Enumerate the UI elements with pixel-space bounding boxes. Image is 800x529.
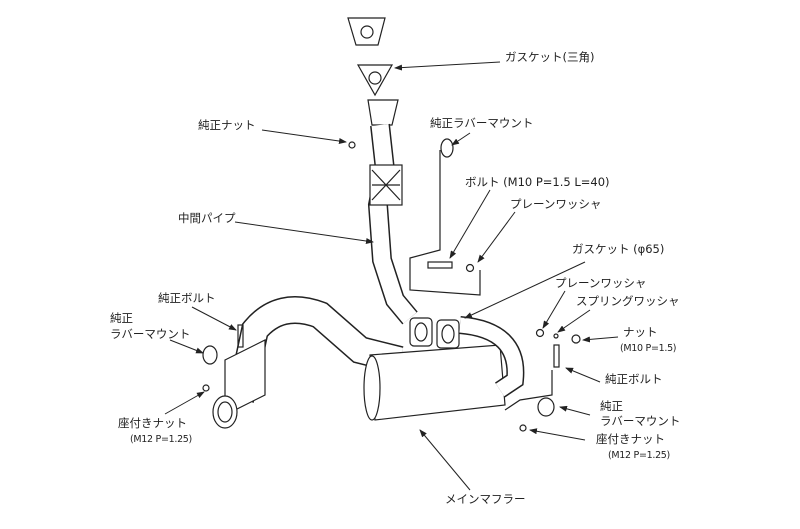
label-bolt: ボルト (M10 P=1.5 L=40) bbox=[465, 175, 610, 189]
label-flange-nut-left-spec: (M12 P=1.25) bbox=[130, 434, 192, 445]
label-flange-nut-right-spec: (M12 P=1.25) bbox=[608, 450, 670, 461]
leader-arrows bbox=[164, 61, 619, 491]
label-oem-bolt-right: 純正ボルト bbox=[605, 372, 663, 386]
label-plain-washer-mid: プレーンワッシャ bbox=[555, 276, 647, 290]
parts-linework bbox=[202, 17, 581, 432]
label-flange-nut-left: 座付きナット bbox=[118, 416, 187, 430]
label-oem-rubber-mount-right-1: 純正 bbox=[600, 399, 623, 413]
label-gasket-triangle: ガスケット(三角) bbox=[505, 50, 595, 64]
label-gasket-65: ガスケット (φ65) bbox=[572, 242, 665, 256]
label-oem-rubber-mount-top: 純正ラバーマウント bbox=[430, 116, 534, 130]
label-oem-bolt-left: 純正ボルト bbox=[158, 291, 216, 305]
label-oem-nut: 純正ナット bbox=[198, 118, 256, 132]
label-nut: ナット bbox=[623, 325, 658, 339]
label-oem-rubber-mount-right-2: ラバーマウント bbox=[600, 414, 681, 428]
label-flange-nut-right: 座付きナット bbox=[596, 432, 665, 446]
label-main-muffler: メインマフラー bbox=[445, 492, 526, 506]
label-nut-spec: (M10 P=1.5) bbox=[620, 343, 677, 354]
label-spring-washer: スプリングワッシャ bbox=[576, 294, 680, 308]
label-oem-rubber-mount-left-2: ラバーマウント bbox=[110, 327, 191, 341]
label-oem-rubber-mount-left-1: 純正 bbox=[110, 311, 133, 325]
label-mid-pipe: 中間パイプ bbox=[178, 211, 236, 225]
label-plain-washer-top: プレーンワッシャ bbox=[510, 197, 602, 211]
